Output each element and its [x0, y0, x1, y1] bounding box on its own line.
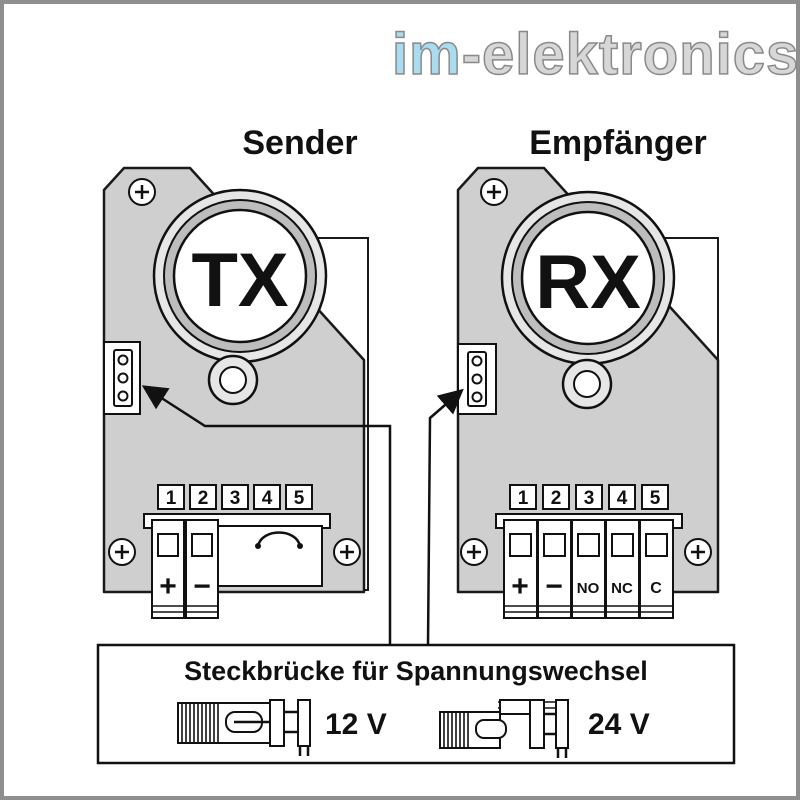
receiver-terminal-1: 1: [518, 488, 529, 509]
receiver-contact-minus: −: [545, 570, 563, 603]
brand-logo: im-elektronics: [391, 21, 799, 88]
sender-jumper-arrow: [141, 385, 392, 645]
sender-terminal-2: 2: [198, 488, 209, 509]
sender-terminal-1: 1: [166, 488, 177, 509]
receiver-label: RX: [535, 240, 641, 325]
sender-screw-right-icon: [333, 538, 361, 566]
receiver-plug-nc[interactable]: NC: [605, 519, 640, 619]
receiver-transducer: RX: [500, 190, 676, 366]
receiver-screw-left-icon: [460, 538, 488, 566]
sender-terminal-3: 3: [230, 488, 241, 509]
receiver-terminal-2: 2: [551, 488, 562, 509]
receiver-jumper-header[interactable]: [457, 343, 497, 415]
jumper-24v-icon: [439, 699, 569, 758]
receiver-contact-plus: +: [511, 570, 529, 603]
receiver-plug-c[interactable]: C: [639, 519, 674, 619]
svg-text:im-elektronics: im-elektronics: [392, 22, 799, 87]
sender-plug-negative[interactable]: −: [185, 519, 219, 619]
sender-title: Sender: [242, 124, 357, 162]
receiver-terminal-5: 5: [650, 488, 661, 509]
receiver-contact-nc: NC: [611, 580, 633, 597]
sender-screw-top-icon: [128, 178, 156, 206]
sender-board: TX 1 2 3 4 5: [102, 166, 369, 619]
receiver-jumper-arrow: [426, 388, 464, 646]
brand-prefix: im: [392, 22, 462, 87]
jumper-12v-icon: [177, 699, 311, 756]
sender-screw-left-icon: [108, 538, 136, 566]
option-12v-label: 12 V: [325, 708, 387, 741]
sender-contact-minus: −: [193, 570, 211, 603]
receiver-plug-no[interactable]: NO: [571, 519, 606, 619]
receiver-terminal-3: 3: [584, 488, 595, 509]
sender-terminal-numbers: 1 2 3 4 5: [157, 484, 313, 510]
legend-caption: Steckbrücke für Spannungswechsel: [184, 656, 648, 686]
brand-suffix: -elektronics: [462, 22, 800, 87]
sender-jumper-header[interactable]: [103, 341, 141, 415]
receiver-terminal-numbers: 1 2 3 4 5: [509, 484, 669, 510]
receiver-plug-positive[interactable]: +: [503, 519, 538, 619]
sender-plug-positive[interactable]: +: [151, 519, 185, 619]
option-24v-label: 24 V: [588, 708, 650, 741]
sender-terminal-5: 5: [294, 488, 305, 509]
jumper-legend: Steckbrücke für Spannungswechsel 12 V 24: [96, 643, 736, 765]
receiver-mount-hole-icon: [561, 358, 613, 410]
sender-contact-plus: +: [159, 570, 177, 603]
receiver-board: RX 1 2 3 4 5 +: [456, 166, 720, 619]
sender-terminal-4: 4: [262, 488, 273, 509]
receiver-screw-top-icon: [480, 178, 508, 206]
receiver-terminal-4: 4: [617, 488, 628, 509]
receiver-contact-c: C: [650, 580, 662, 597]
receiver-contact-no: NO: [577, 580, 600, 597]
sender-label: TX: [191, 238, 288, 323]
sender-transducer: TX: [152, 188, 328, 364]
receiver-screw-right-icon: [684, 538, 712, 566]
receiver-title: Empfänger: [529, 124, 707, 162]
sender-mount-hole-icon: [207, 354, 259, 406]
receiver-plug-negative[interactable]: −: [537, 519, 572, 619]
